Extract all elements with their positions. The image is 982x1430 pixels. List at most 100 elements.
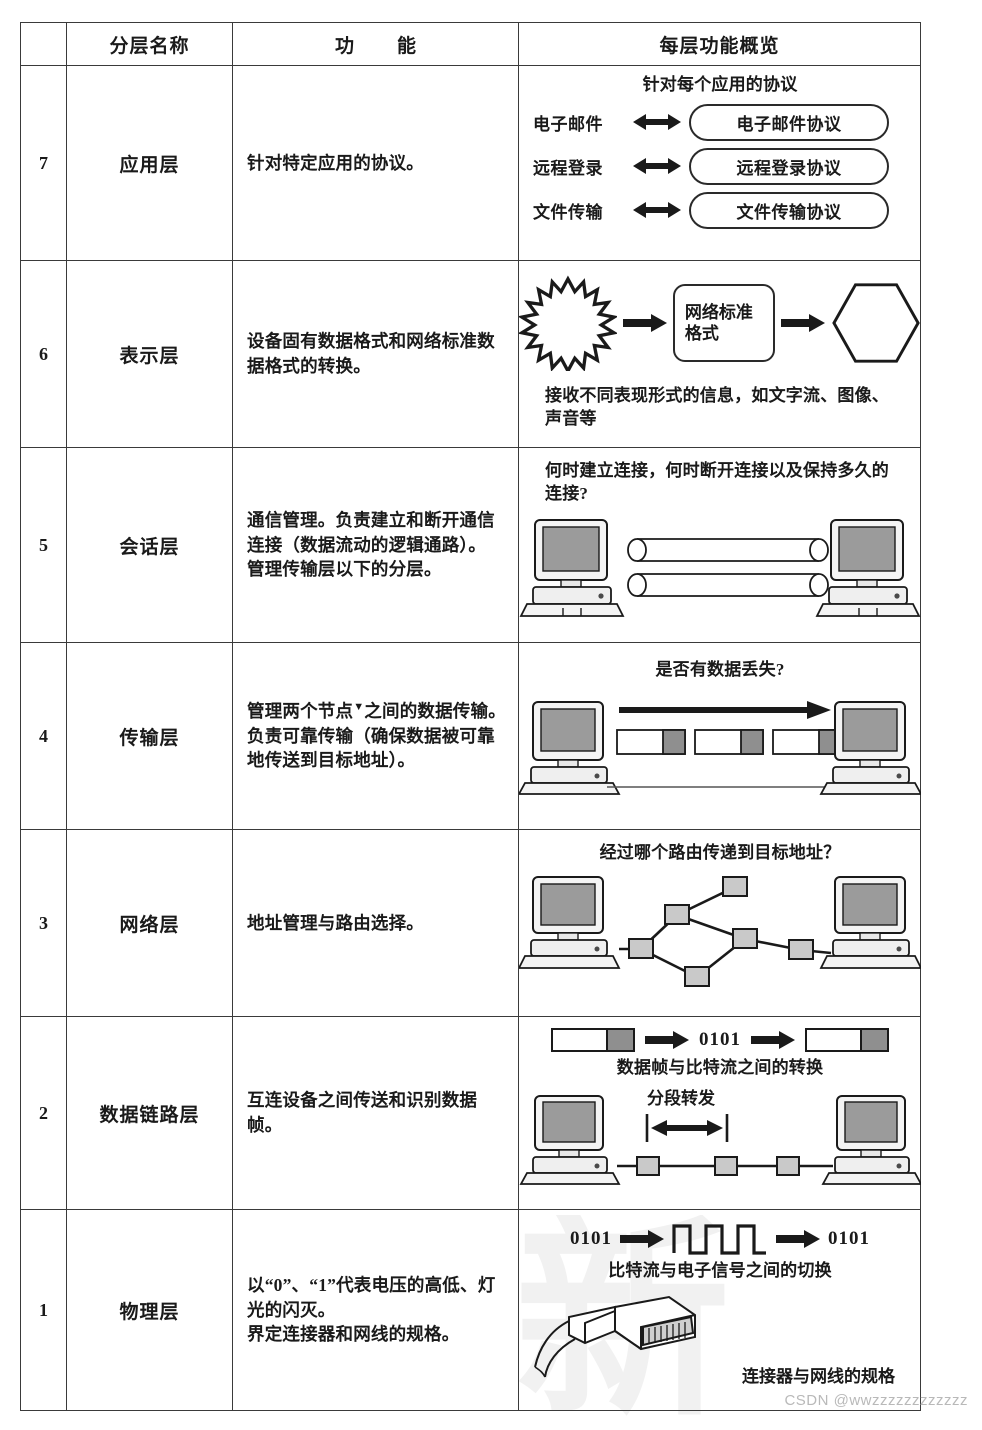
- computer-left-icon: [519, 875, 621, 969]
- csdn-watermark-credit: CSDN @wwzzzzzzzzzzzz: [784, 1392, 968, 1409]
- bridge-node: [636, 1155, 660, 1176]
- data-flow-arrow-icon: [619, 700, 831, 719]
- segment-span-indicator: [645, 1113, 729, 1142]
- layer-number-6: 6: [20, 260, 67, 448]
- protocol-pair-telnet: 远程登录 远程登录协议: [533, 147, 921, 185]
- arrow-right-icon: [751, 1031, 795, 1049]
- layer-name-2: 数据链路层: [66, 1016, 233, 1210]
- layer-diagram-6: 网络标准 格式 接收不同表现形式的信息，如文字流、图像、声音等: [518, 260, 921, 448]
- data-packet-1: [616, 729, 686, 755]
- stdbox-line-2: 格式: [684, 324, 719, 343]
- data-packet-2: [694, 729, 764, 755]
- table-row-layer-2: 2 数据链路层 互连设备之间传送和识别数据帧。 0101: [20, 1016, 921, 1210]
- layer-diagram-3: 经过哪个路由传递到目标地址？: [518, 829, 921, 1017]
- diagram-caption-5: 何时建立连接，何时断开连接以及保持多久的连接?: [545, 461, 889, 503]
- bridge-node: [714, 1155, 738, 1176]
- diagram-caption-1-top: 比特流与电子信号之间的切换: [608, 1261, 832, 1280]
- osi-layer-table: 分层名称 功 能 每层功能概览 7 应用层 针对特定应用的协议。 针对每个应用的…: [20, 22, 921, 1411]
- computer-right-icon: [821, 1094, 921, 1185]
- arrow-right-icon: [622, 314, 667, 332]
- bitstream-label-right: 0101: [828, 1228, 870, 1249]
- layer-number-5: 5: [20, 447, 67, 643]
- routing-scene-svg: [519, 875, 921, 987]
- data-frame-icon: [805, 1028, 889, 1052]
- protocol-label-ftp: 文件传输: [533, 202, 603, 222]
- segment-forwarding-label: 分段转发: [647, 1088, 715, 1108]
- layer-name-5: 会话层: [66, 447, 233, 643]
- rj45-connector-icon: [568, 1295, 696, 1351]
- bridge-nodes: [636, 1155, 800, 1176]
- arrow-right-icon: [780, 314, 825, 332]
- layer-name-3: 网络层: [66, 829, 233, 1017]
- protocol-pill-email: 电子邮件协议: [689, 103, 889, 141]
- connection-tube-upper: [627, 537, 829, 562]
- computer-left-icon: [519, 1094, 621, 1185]
- table-row-layer-5: 5 会话层 通信管理。负责建立和断开通信连接（数据流动的逻辑通路）。 管理传输层…: [20, 447, 921, 643]
- layer-function-3: 地址管理与路由选择。: [232, 829, 519, 1017]
- hexagon-icon: [832, 283, 920, 363]
- protocol-pill-telnet: 远程登录协议: [689, 147, 889, 185]
- arrow-right-icon: [645, 1031, 689, 1049]
- bitstream-label-left: 0101: [570, 1228, 612, 1249]
- layer-number-4: 4: [20, 642, 67, 830]
- diagram-caption-6: 接收不同表现形式的信息，如文字流、图像、声音等: [545, 386, 889, 428]
- arrow-right-icon: [776, 1230, 820, 1248]
- computer-right-icon: [815, 518, 921, 617]
- diagram-title-7: 针对每个应用的协议: [642, 75, 798, 94]
- network-cable-icon: [534, 1320, 576, 1378]
- connector-scene: 连接器与网线的规格: [519, 1283, 921, 1393]
- session-scene-svg: [519, 518, 921, 617]
- table-body: 7 应用层 针对特定应用的协议。 针对每个应用的协议 电子邮件 电子邮件协议 远…: [20, 65, 921, 1411]
- computer-left-icon: [519, 700, 621, 795]
- bit-signal-conversion-flow: 0101 0101: [519, 1210, 921, 1256]
- protocol-label-telnet: 远程登录: [533, 158, 603, 178]
- stdbox-line-1: 网络标准: [684, 302, 753, 322]
- table-header: 分层名称 功 能 每层功能概览: [20, 22, 921, 66]
- segment-forwarding-scene: 分段转发: [519, 1082, 921, 1190]
- router-node: [788, 938, 814, 960]
- transport-scene-svg: [519, 700, 921, 795]
- router-node: [684, 965, 710, 987]
- header-row: 分层名称 功 能 每层功能概览: [20, 22, 921, 66]
- header-layer-name: 分层名称: [66, 22, 233, 66]
- layer-diagram-4: 是否有数据丢失?: [518, 642, 921, 830]
- function-text-before: 管理两个节点: [247, 700, 354, 721]
- layer-diagram-7: 针对每个应用的协议 电子邮件 电子邮件协议 远程登录 远程登录协议: [518, 65, 921, 261]
- computer-left-icon: [519, 518, 625, 617]
- double-arrow-icon: [633, 114, 681, 131]
- square-wave-icon: [672, 1224, 766, 1255]
- layer-function-5: 通信管理。负责建立和断开通信连接（数据流动的逻辑通路）。 管理传输层以下的分层。: [232, 447, 519, 643]
- protocol-label-email: 电子邮件: [533, 114, 603, 134]
- layer-name-1: 物理层: [66, 1209, 233, 1411]
- frame-bit-conversion-flow: 0101: [519, 1017, 921, 1053]
- layer-number-7: 7: [20, 65, 67, 261]
- layer-number-3: 3: [20, 829, 67, 1017]
- diagram-caption-4: 是否有数据丢失?: [655, 660, 785, 679]
- header-number: [20, 22, 67, 66]
- table-row-layer-6: 6 表示层 设备固有数据格式和网络标准数据格式的转换。 网络标准 格式: [20, 260, 921, 448]
- data-frame-icon: [551, 1028, 635, 1052]
- layer-diagram-2: 0101 数据帧与比特流之间的转换 分段转发: [518, 1016, 921, 1210]
- table-row-layer-1: 1 物理层 以“0”、“1”代表电压的高低、灯光的闪灭。 界定连接器和网线的规格…: [20, 1209, 921, 1411]
- table-row-layer-4: 4 传输层 管理两个节点▼之间的数据传输。负责可靠传输（确保数据被可靠地传送到目…: [20, 642, 921, 830]
- function-superscript-mark: ▼: [353, 700, 365, 713]
- bitstream-label: 0101: [699, 1029, 741, 1050]
- layer-number-1: 1: [20, 1209, 67, 1411]
- table-row-layer-3: 3 网络层 地址管理与路由选择。 经过哪个路由传递到目标地址？: [20, 829, 921, 1017]
- layer-name-4: 传输层: [66, 642, 233, 830]
- layer-name-6: 表示层: [66, 260, 233, 448]
- layer-number-2: 2: [20, 1016, 67, 1210]
- layer-function-2: 互连设备之间传送和识别数据帧。: [232, 1016, 519, 1210]
- double-arrow-icon: [633, 158, 681, 175]
- arrow-right-icon: [620, 1230, 664, 1248]
- diagram-caption-3: 经过哪个路由传递到目标地址？: [599, 843, 841, 862]
- data-packet-3: [772, 729, 842, 755]
- format-conversion-flow: 网络标准 格式: [519, 261, 921, 371]
- computer-right-icon: [819, 875, 921, 969]
- rj45-connector-svg: [534, 1295, 696, 1378]
- protocol-pair-email: 电子邮件 电子邮件协议: [533, 103, 921, 141]
- network-standard-format-box: 网络标准 格式: [672, 284, 775, 362]
- router-node: [628, 937, 654, 959]
- layer-function-6: 设备固有数据格式和网络标准数据格式的转换。: [232, 260, 519, 448]
- routing-scene: [519, 867, 921, 997]
